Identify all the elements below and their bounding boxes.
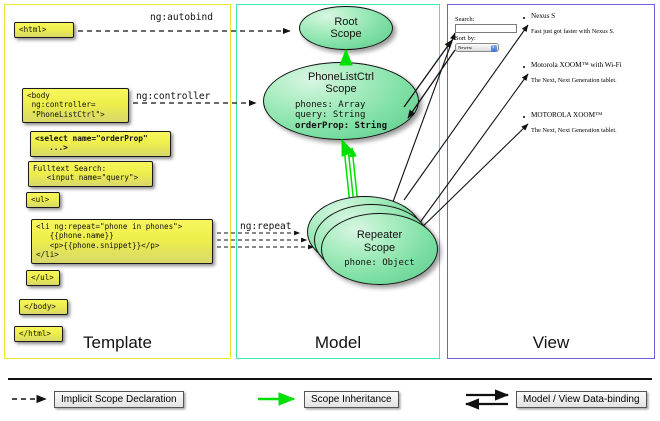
legend-scope-inheritance: Scope Inheritance [304,391,399,408]
code-box-fulltext-search: Fulltext Search: <input name="query"> [28,161,153,187]
view-sort-select[interactable]: Newest [455,43,499,52]
view-phone-snippet: The Next, Next Generation tablet. [531,127,617,134]
code-box-body-controller: <body ng:controller= "PhoneListCtrl"> [22,88,129,124]
scope-repeater-props: phone: Object [344,258,414,269]
code-box-html-close: </html> [14,326,63,343]
view-phone-snippet: Fast just got faster with Nexus S. [531,28,615,35]
code-box-ul-close: </ul> [26,270,60,287]
view-search-input[interactable] [455,24,517,33]
view-search-label: Search: [455,16,475,23]
connector-label-repeat: ng:repeat [240,221,292,232]
prop-query: query: String [294,110,366,121]
legend-implicit-scope-declaration: Implicit Scope Declaration [54,391,184,408]
column-view: View [447,4,655,359]
legend-model-view-databinding: Model / View Data-binding [516,391,647,408]
code-box-select-orderprop: <select name="orderProp" ...> [30,131,171,157]
code-box-body-close: </body> [19,299,68,316]
prop-phones: phones: Array [294,99,366,110]
code-box-ul-open: <ul> [26,192,60,209]
view-sort-label: Sort by: [455,35,476,42]
scope-phonelistctrl-props: phones: Array query: String orderProp: S… [295,100,387,132]
legend-divider [8,378,652,380]
column-model: Model [236,4,440,359]
prop-phone: phone: Object [344,258,415,269]
view-phone-name[interactable]: Motorola XOOM™ with Wi-Fi [531,61,622,69]
connector-label-autobind: ng:autobind [150,12,213,23]
code-box-li-ngrepeat: <li ng:repeat="phone in phones"> {{phone… [31,219,213,264]
code-box-html-open: <html> [14,22,74,39]
column-label-template: Template [83,333,152,352]
chevron-updown-icon [491,43,497,52]
view-phone-name[interactable]: MOTOROLA XOOM™ [531,111,603,119]
view-sort-selected-value: Newest [458,45,472,50]
list-bullet [523,17,526,20]
prop-orderprop: orderProp: String [294,120,388,131]
legend-glyph-double-arrow [464,389,510,410]
view-phone-snippet: The Next, Next Generation tablet. [531,77,617,84]
connector-label-controller: ng:controller [136,91,211,102]
column-label-view: View [532,333,570,352]
view-phone-name[interactable]: Nexus S [531,12,556,20]
column-label-model: Model [314,333,362,352]
